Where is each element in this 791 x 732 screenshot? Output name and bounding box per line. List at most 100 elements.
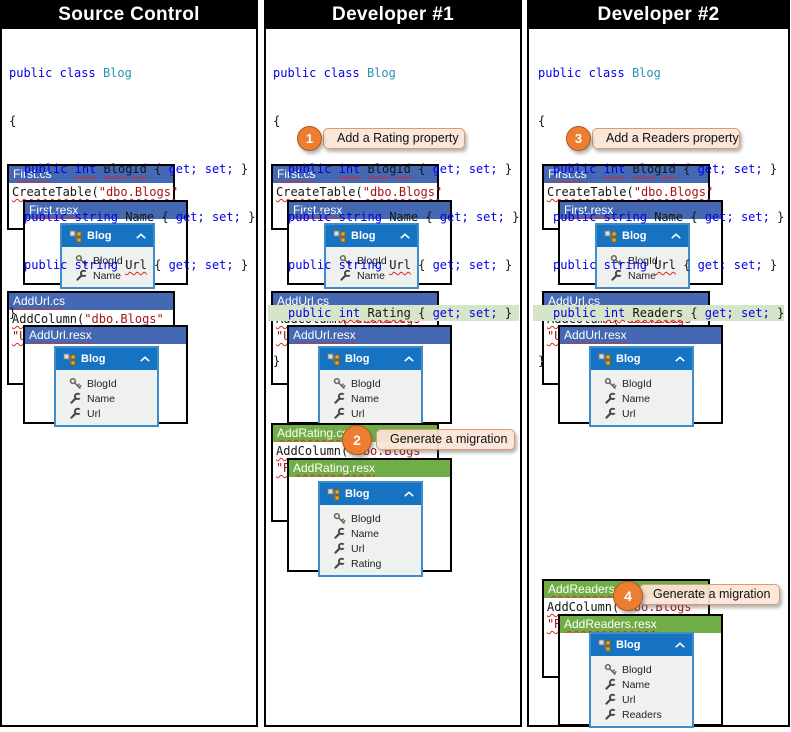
file-card-addrating-resx: AddRating.resx Blog BlogId Name Url Rati… xyxy=(287,458,452,577)
entity-row: Name xyxy=(69,391,157,406)
wrench-icon xyxy=(333,557,346,570)
entity-rows: BlogId Name xyxy=(326,247,417,287)
file-card-title: AddUrl.resx xyxy=(560,327,721,344)
entity-row: BlogId xyxy=(604,376,692,391)
entity-table-blog: Blog BlogId Name Url xyxy=(54,346,159,427)
entity-rows: BlogId Name Url Readers xyxy=(591,656,692,726)
entity-rows: BlogId Name xyxy=(62,247,153,287)
entity-title: Blog xyxy=(345,488,370,500)
code-line: public string Name { get; set; } xyxy=(24,210,256,224)
entity-row: Url xyxy=(604,692,692,707)
callout-generate-migration: Generate a migration xyxy=(639,584,780,605)
wrench-icon xyxy=(604,678,617,691)
entity-table-blog: Blog BlogId Name xyxy=(324,223,419,289)
code-line-highlighted: public int Readers { get; set; } xyxy=(533,305,784,321)
code-line: public int BlogId { get; set; } xyxy=(24,162,249,176)
file-card-addreaders-resx: AddReaders.resx Blog BlogId Name Url Rea… xyxy=(558,614,723,728)
class-name: Blog xyxy=(102,66,132,80)
panel-title: Developer #2 xyxy=(529,2,788,29)
migration-code-line: CreateTable("dbo.Blogs" xyxy=(12,185,179,199)
wrench-icon xyxy=(333,527,346,540)
file-card-addurl-resx: AddUrl.resx Blog BlogId Name Url xyxy=(23,325,188,427)
entity-row: BlogId xyxy=(333,376,421,391)
code-line: public string Name { get; set; } xyxy=(553,210,785,224)
entity-row: Url xyxy=(604,406,692,421)
file-card-title: First.resx xyxy=(560,202,721,219)
code-line: { xyxy=(273,114,281,128)
entity-table-blog: Blog BlogId Name Url Readers xyxy=(589,632,694,728)
panel-source-control: Source Control public class Blog { publi… xyxy=(0,0,258,727)
entity-header: Blog xyxy=(320,348,421,370)
entity-row: Name xyxy=(333,391,421,406)
code-line: public string Url { get; set; } xyxy=(553,258,778,272)
panel-title: Source Control xyxy=(2,2,256,29)
entity-row: Name xyxy=(333,526,421,541)
entity-row: BlogId xyxy=(333,511,421,526)
callout-add-readers: Add a Readers property xyxy=(592,128,740,149)
panel-developer-2: Developer #2 public class Blog { public … xyxy=(527,0,790,728)
property-name: Url xyxy=(389,258,411,272)
callout-generate-migration: Generate a migration xyxy=(376,429,515,450)
callout-step-4-badge: 4 xyxy=(613,581,643,611)
callout-step-2-badge: 2 xyxy=(342,425,372,455)
file-card-addurl-resx: AddUrl.resx Blog BlogId Name Url xyxy=(287,325,452,427)
code-line: } xyxy=(9,306,17,320)
code-line-highlighted: public int Rating { get; set; } xyxy=(268,305,519,321)
entity-rows: BlogId Name Url Rating xyxy=(320,505,421,575)
entity-row: BlogId xyxy=(75,253,153,268)
collapse-chevron-icon[interactable] xyxy=(675,642,685,648)
wrench-icon xyxy=(333,542,346,555)
code-line: public class Blog xyxy=(273,66,396,80)
entity-header: Blog xyxy=(597,225,688,247)
entity-table-blog: Blog BlogId Name xyxy=(595,223,690,289)
file-card-first-resx: First.resx Blog BlogId Name xyxy=(23,200,188,289)
code-line: public string Url { get; set; } xyxy=(288,258,513,272)
entity-row: BlogId xyxy=(69,376,157,391)
collapse-chevron-icon[interactable] xyxy=(404,491,414,497)
entity-header: Blog xyxy=(591,634,692,656)
entity-rows: BlogId Name Url xyxy=(320,370,421,425)
property-name: Url xyxy=(125,258,147,272)
file-card-title: AddUrl.resx xyxy=(25,327,186,344)
entity-row: Readers xyxy=(604,707,692,722)
entity-row: BlogId xyxy=(604,662,692,677)
entity-rows: BlogId Name xyxy=(597,247,688,287)
migration-code-line: "R xyxy=(276,461,291,475)
file-card-addurl-resx: AddUrl.resx Blog BlogId Name Url xyxy=(558,325,723,427)
callout-step-3-badge: 3 xyxy=(566,126,591,151)
property-name: BlogId xyxy=(632,162,676,176)
wrench-icon xyxy=(69,392,82,405)
code-line: public class Blog xyxy=(9,66,132,80)
entity-row: Name xyxy=(604,391,692,406)
file-card-title: AddUrl.cs xyxy=(9,293,173,310)
code-line: public string Url { get; set; } xyxy=(24,258,249,272)
file-card-title: AddUrl.resx xyxy=(289,327,450,344)
code-line: public int BlogId { get; set; } xyxy=(553,162,778,176)
entity-table-blog: Blog BlogId Name Url xyxy=(318,346,423,427)
entity-row: Rating xyxy=(333,556,421,571)
code-snippet: public class Blog { public int BlogId { … xyxy=(533,33,785,401)
code-line: public int BlogId { get; set; } xyxy=(288,162,513,176)
property-name: Name xyxy=(654,210,684,224)
entity-row: Name xyxy=(339,268,417,283)
wrench-icon xyxy=(604,708,617,721)
file-card-title: AddReaders.resx xyxy=(560,616,721,633)
file-card-title: First.cs xyxy=(273,166,437,183)
entity-icon xyxy=(598,639,611,652)
entity-title: Blog xyxy=(351,230,376,242)
entity-header: Blog xyxy=(326,225,417,247)
entity-row: Url xyxy=(69,406,157,421)
entity-table-blog: Blog BlogId Name Url Rating xyxy=(318,481,423,577)
entity-table-blog: Blog BlogId Name Url xyxy=(589,346,694,427)
migration-code-line: CreateTable("dbo.Blogs" xyxy=(547,185,714,199)
code-line: { xyxy=(538,114,546,128)
file-card-title: First.cs xyxy=(544,166,708,183)
collapse-chevron-icon[interactable] xyxy=(140,356,150,362)
code-snippet: public class Blog { public int BlogId { … xyxy=(9,33,255,353)
wrench-icon xyxy=(604,407,617,420)
entity-row: Name xyxy=(75,268,153,283)
property-name: Url xyxy=(654,258,676,272)
code-line: public string Name { get; set; } xyxy=(288,210,520,224)
entity-row: BlogId xyxy=(339,253,417,268)
panel-title: Developer #1 xyxy=(266,2,520,29)
